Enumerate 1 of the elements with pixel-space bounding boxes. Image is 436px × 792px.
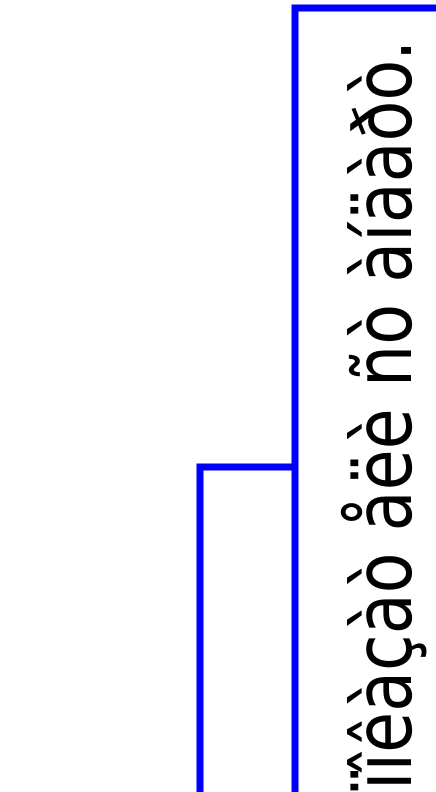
vertical-text: ïîêàçàò åëè ñò àíäàðò. (338, 40, 430, 790)
